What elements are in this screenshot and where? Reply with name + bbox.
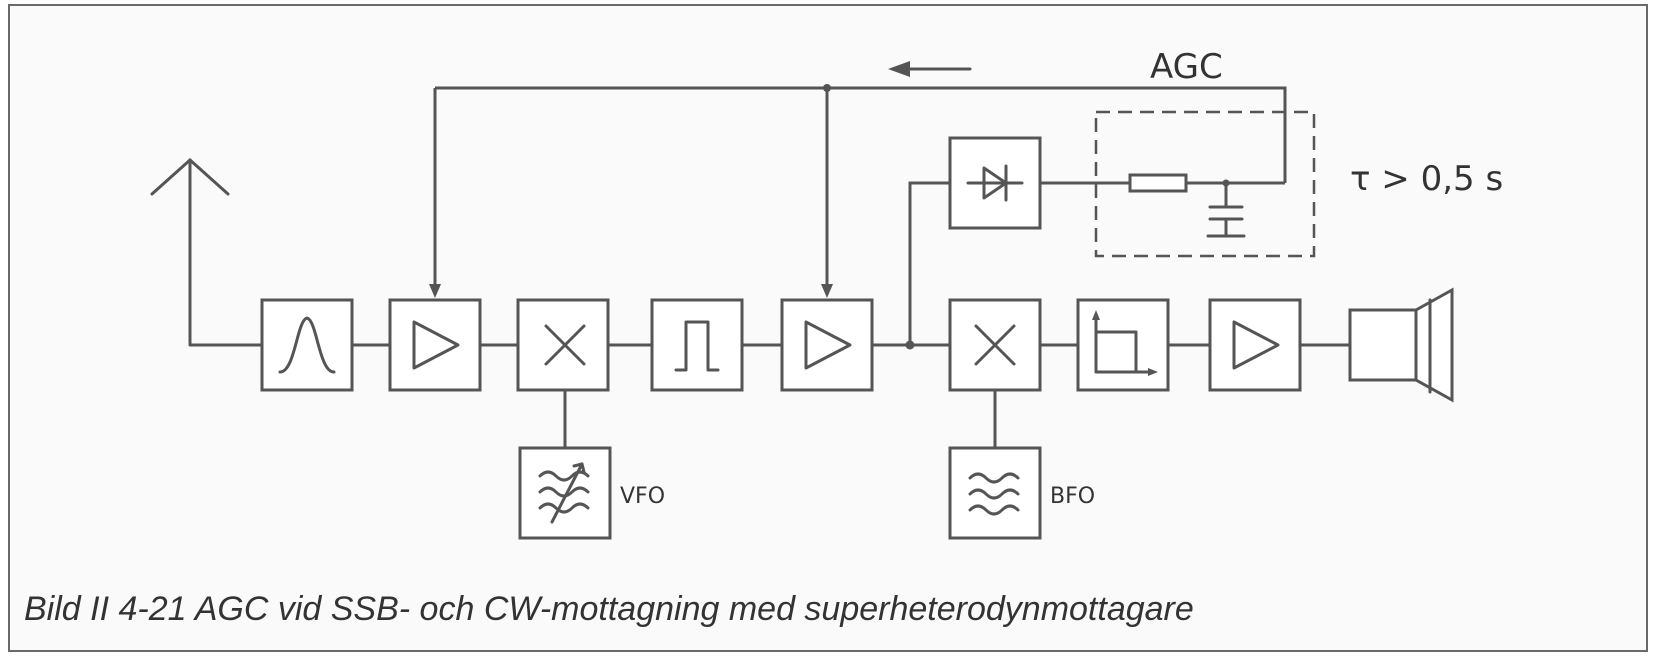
agc-feedback-line: [429, 84, 1100, 298]
if-filter-block: [650, 298, 744, 392]
feedback-direction-arrow-icon: [888, 61, 972, 77]
amplifier-triangle-icon: [1232, 320, 1280, 370]
vfo-label: VFO: [620, 484, 665, 509]
capacitor-icon: [1206, 183, 1246, 238]
agc-detector-path: [905, 86, 1316, 350]
lowpass-filter-block: [1076, 298, 1170, 392]
bandpass-filter-block: [260, 298, 354, 392]
amplifier-triangle-icon: [804, 320, 852, 370]
resistor-icon: [1128, 173, 1188, 193]
junction-dot: [905, 340, 915, 350]
bfo-label: BFO: [1050, 484, 1095, 509]
first-mixer-block: [516, 298, 610, 392]
time-constant-label: τ > 0,5 s: [1350, 159, 1503, 199]
lowpass-response-icon: [1092, 310, 1158, 376]
variable-oscillator-icon: [538, 462, 590, 524]
figure-caption: Bild II 4-21 AGC vid SSB- och CW-mottagn…: [24, 590, 1194, 628]
agc-rectifier-block: [948, 136, 1042, 230]
signal-path-wires: [352, 343, 1350, 448]
rc-network-dashed-box: [1094, 110, 1316, 258]
loudspeaker-icon: [1348, 287, 1454, 403]
oscillator-wave-icon: [968, 472, 1020, 516]
mixer-cross-icon: [974, 324, 1016, 366]
rectangular-pulse-filter-icon: [674, 320, 720, 372]
amplifier-triangle-icon: [412, 320, 460, 370]
agc-label: AGC: [1150, 47, 1223, 87]
rf-amplifier-block: [388, 298, 482, 392]
product-detector-block: [948, 298, 1042, 392]
mixer-cross-icon: [544, 324, 586, 366]
diode-icon: [966, 164, 1024, 202]
antenna-icon: [150, 158, 262, 347]
bandpass-curve-icon: [278, 316, 336, 374]
if-amplifier-block: [780, 298, 874, 392]
af-amplifier-block: [1208, 298, 1302, 392]
vfo-oscillator-block: [518, 446, 612, 540]
bfo-oscillator-block: [948, 446, 1042, 540]
